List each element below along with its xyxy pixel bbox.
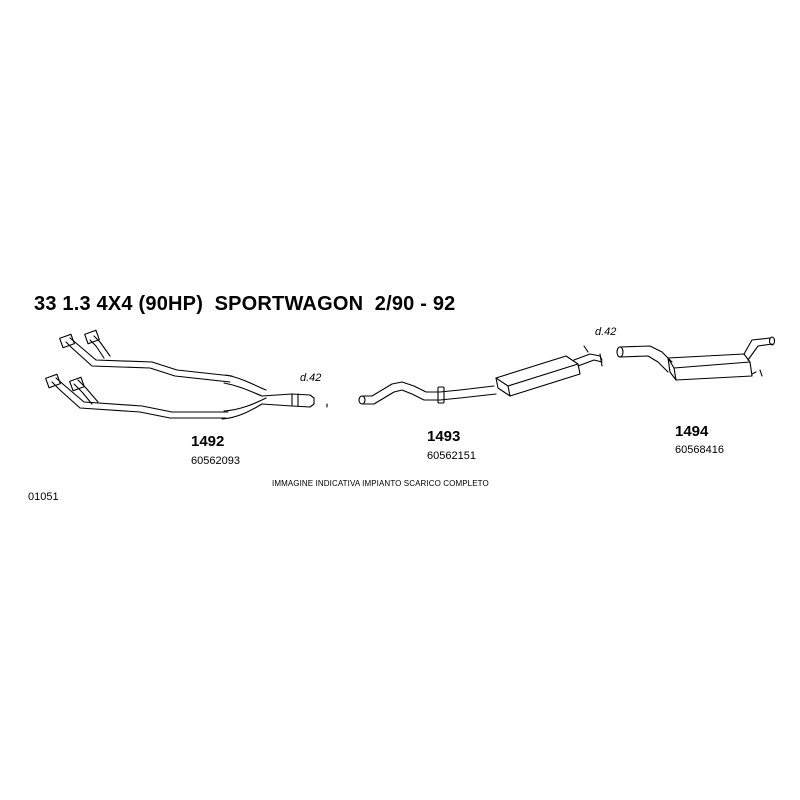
part-1492-diameter: d.42	[300, 372, 322, 384]
part-1492-code: 60562093	[191, 455, 240, 467]
diagram-title: 33 1.3 4X4 (90HP) SPORTWAGON 2/90 - 92	[34, 293, 456, 315]
part-1493-code: 60562151	[427, 450, 476, 462]
reference-code: 01051	[28, 491, 59, 503]
part-1494-number: 1494	[675, 423, 709, 440]
front-exhaust-pipe-icon	[45, 329, 328, 420]
part-1493-diameter: d.42	[595, 326, 617, 338]
part-1492-number: 1492	[191, 433, 225, 450]
part-1494-code: 60568416	[675, 444, 724, 456]
part-1493-number: 1493	[427, 428, 461, 445]
rear-silencer-icon	[616, 336, 776, 381]
middle-silencer-icon	[358, 345, 603, 405]
indicative-image-note: IMMAGINE INDICATIVA IMPIANTO SCARICO COM…	[272, 479, 489, 488]
